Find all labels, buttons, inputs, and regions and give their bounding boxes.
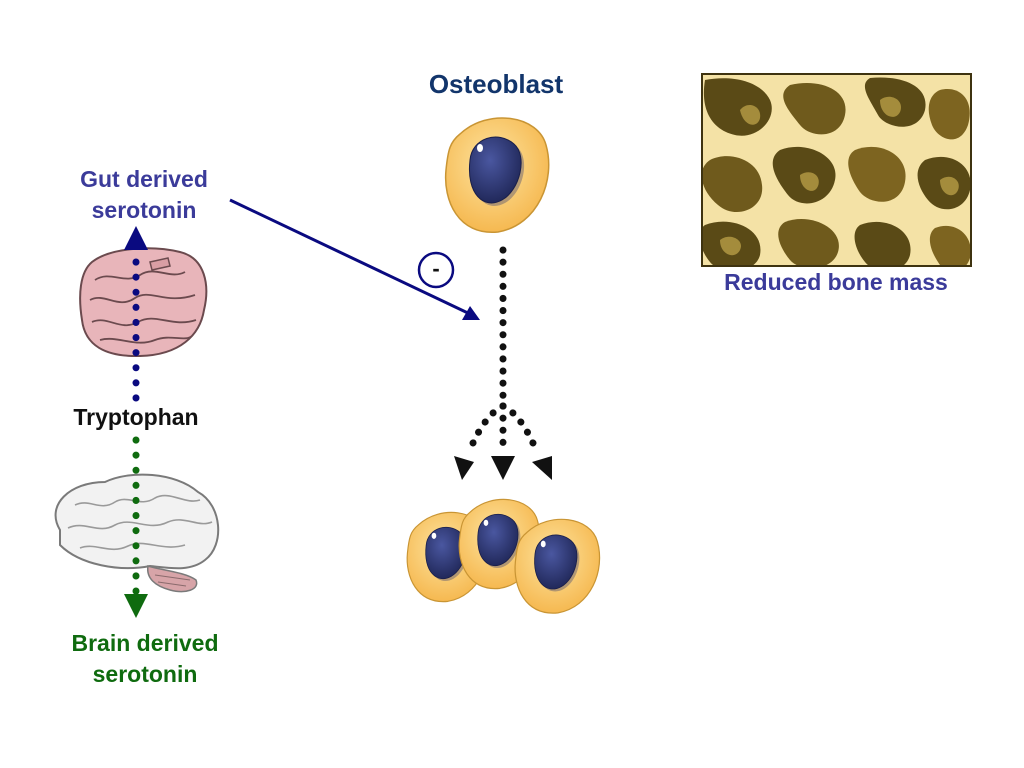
bone-tissue-icon [701, 73, 972, 267]
gut-label-line1: Gut derived [80, 166, 208, 192]
brain-serotonin-arrow [124, 436, 148, 618]
inhibition-text: - [432, 256, 440, 281]
bone-mass-text: Reduced bone mass [724, 269, 948, 295]
inhibition-arrow [229, 198, 480, 320]
osteoblast-cluster-icon [406, 498, 601, 614]
inhibition-circle [417, 251, 455, 289]
brain-label-line2: serotonin [92, 661, 198, 687]
osteoblast-cell-icon [444, 117, 550, 234]
bone-mass-label: Reduced bone mass [694, 267, 978, 298]
brain-icon [54, 473, 220, 593]
intestine-icon [79, 247, 208, 358]
tryptophan-label: Tryptophan [40, 402, 232, 433]
osteoblast-title: Osteoblast [428, 69, 564, 99]
gut-label-line2: serotonin [91, 197, 197, 223]
proliferation-arrows [454, 246, 552, 480]
brain-label-line1: Brain derived [71, 630, 219, 656]
brain-serotonin-label: Brain derived serotonin [40, 628, 250, 690]
osteoblast-label: Osteoblast [404, 69, 588, 100]
tryptophan-text: Tryptophan [73, 404, 199, 430]
inhibition-sign: - [421, 253, 451, 284]
gut-serotonin-arrow [124, 226, 148, 402]
gut-serotonin-label: Gut derived serotonin [48, 164, 240, 226]
